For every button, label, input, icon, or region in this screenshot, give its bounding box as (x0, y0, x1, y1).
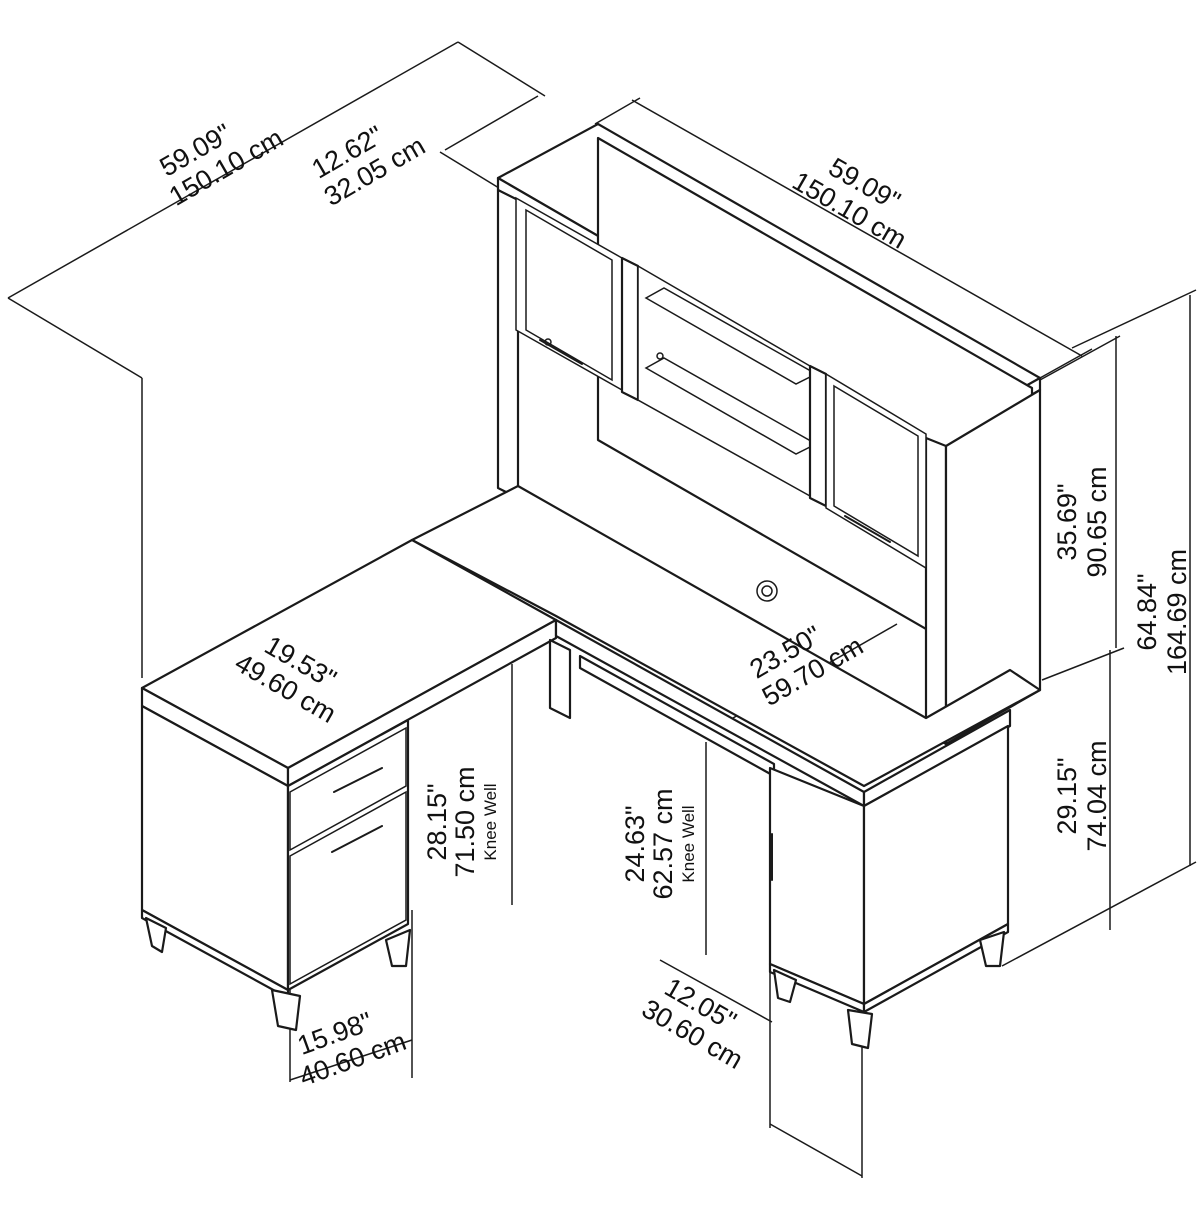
svg-text:74.04 cm: 74.04 cm (1082, 740, 1112, 851)
svg-text:28.15": 28.15" (422, 783, 452, 860)
label-hutch-depth: 12.62" 32.05 cm (307, 120, 431, 212)
desk-top (140, 484, 1042, 808)
label-hutch-width: 59.09" 150.10 cm (787, 152, 911, 255)
svg-text:35.69": 35.69" (1052, 483, 1082, 560)
label-right-knee-well: 24.63" 62.57 cm Knee Well (620, 788, 698, 899)
svg-text:Knee Well: Knee Well (679, 805, 698, 882)
label-pedestal-width: 15.98" 40.60 cm (294, 1006, 410, 1092)
label-left-width: 59.09" 150.10 cm (155, 118, 289, 212)
svg-text:71.50 cm: 71.50 cm (450, 766, 480, 877)
svg-text:62.57 cm: 62.57 cm (648, 788, 678, 899)
right-cabinet (768, 724, 1010, 1050)
label-cabinet-depth: 12.05" 30.60 cm (637, 972, 748, 1075)
svg-text:90.65 cm: 90.65 cm (1082, 466, 1112, 577)
hutch (496, 122, 1042, 746)
svg-text:29.15": 29.15" (1052, 757, 1082, 834)
label-total-height: 64.84" 164.69 cm (1132, 549, 1192, 675)
svg-text:Knee Well: Knee Well (481, 783, 500, 860)
left-pedestal (140, 704, 412, 1032)
svg-text:24.63": 24.63" (620, 805, 650, 882)
label-desk-height: 29.15" 74.04 cm (1052, 740, 1112, 851)
label-left-knee-well: 28.15" 71.50 cm Knee Well (422, 766, 500, 877)
svg-text:164.69 cm: 164.69 cm (1162, 549, 1192, 675)
svg-text:64.84": 64.84" (1132, 573, 1162, 650)
label-hutch-height: 35.69" 90.65 cm (1052, 466, 1112, 577)
